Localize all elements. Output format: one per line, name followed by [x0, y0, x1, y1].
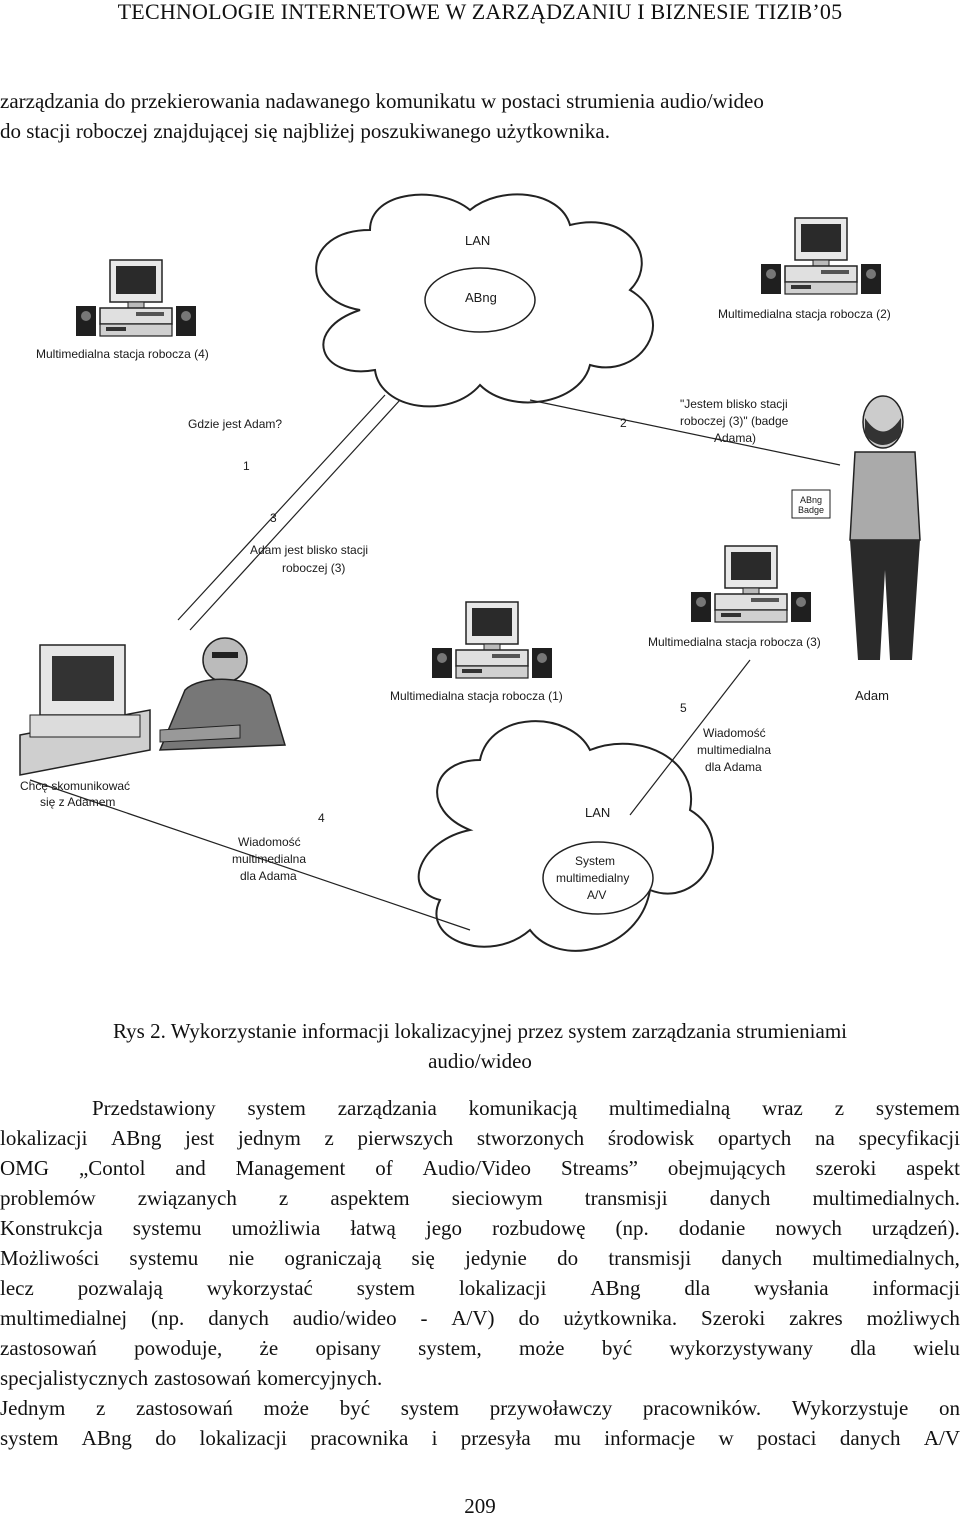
chce-2: się z Adamem [40, 795, 115, 809]
system-label-3: A/V [587, 888, 606, 902]
figure-caption: Rys 2. Wykorzystanie informacji lokaliza… [0, 1016, 960, 1076]
jestem-1: "Jestem blisko stacji [680, 397, 788, 411]
intro-line: do stacji roboczej znajdującej się najbl… [0, 119, 610, 143]
station-1-label: Multimedialna stacja robocza (1) [390, 689, 563, 703]
wiadomosc-5-3: dla Adama [705, 760, 762, 774]
operator-figure [158, 637, 286, 751]
wiadomosc-5-2: multimedialna [697, 743, 771, 757]
arrow-3 [189, 399, 401, 631]
wiadomosc-4-1: Wiadomość [238, 835, 301, 849]
system-label-2: multimedialny [556, 871, 629, 885]
station-3-label: Multimedialna stacja robocza (3) [648, 635, 821, 649]
caption-line-1: Rys 2. Wykorzystanie informacji lokaliza… [113, 1019, 847, 1043]
arrow-1 [177, 394, 386, 621]
lan-label-bottom: LAN [585, 805, 610, 820]
badge-label-2: Badge [798, 505, 824, 515]
adam-blisko-1: Adam jest blisko stacji [250, 543, 368, 557]
intro-line: zarządzania do przekierowania nadawanego… [0, 89, 764, 113]
jestem-3: Adama) [714, 431, 756, 445]
abng-server-cloud [424, 267, 536, 333]
step-4: 4 [318, 811, 325, 825]
step-1: 1 [243, 459, 250, 473]
workstation-2 [760, 217, 882, 295]
arrow-4 [29, 779, 471, 931]
chce-1: Chcę skomunikować [20, 779, 130, 793]
caption-line-2: audio/wideo [428, 1049, 532, 1073]
lan-cloud-bottom [417, 720, 714, 952]
step-3: 3 [270, 511, 277, 525]
arrow-2 [529, 399, 841, 466]
running-header: TECHNOLOGIE INTERNETOWE W ZARZĄDZANIU I … [117, 0, 843, 24]
jestem-2: roboczej (3)" (badge [680, 414, 789, 428]
av-system-cloud [542, 841, 654, 915]
abng-label: ABng [465, 290, 497, 305]
intro-paragraph: zarządzania do przekierowania nadawanego… [0, 86, 960, 146]
badge-label-1: ABng [800, 495, 822, 505]
workstation-3 [690, 545, 812, 623]
lan-label-top: LAN [465, 233, 490, 248]
step-5: 5 [680, 701, 687, 715]
step-2: 2 [620, 416, 627, 430]
gdzie-label: Gdzie jest Adam? [188, 417, 282, 431]
station-2-label: Multimedialna stacja robocza (2) [718, 307, 891, 321]
station-4-label: Multimedialna stacja robocza (4) [36, 347, 209, 361]
wiadomosc-5-1: Wiadomość [703, 726, 766, 740]
system-label-1: System [575, 854, 615, 868]
workstation-4 [75, 259, 197, 337]
adam-label: Adam [855, 688, 889, 703]
network-diagram: LAN ABng LAN System multimedialny A/V Mu… [19, 193, 921, 952]
workstation-1 [431, 601, 553, 679]
page-number: 209 [464, 1494, 496, 1518]
adam-figure [791, 395, 921, 660]
adam-blisko-2: roboczej (3) [282, 561, 345, 575]
wiadomosc-4-2: multimedialna [232, 852, 306, 866]
operator-workstation [19, 644, 151, 776]
wiadomosc-4-3: dla Adama [240, 869, 297, 883]
arrow-5 [629, 659, 751, 816]
